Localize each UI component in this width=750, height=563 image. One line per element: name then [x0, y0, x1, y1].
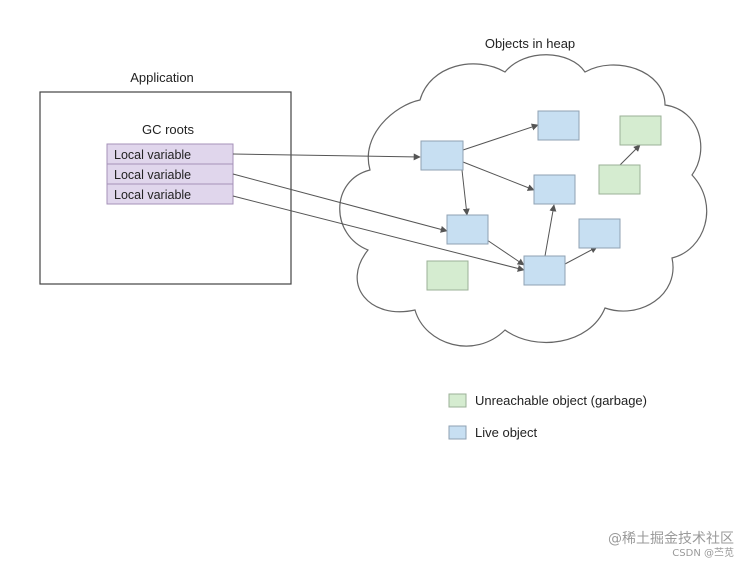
- local-variable-3: Local variable: [106, 183, 234, 205]
- heap-title: Objects in heap: [485, 36, 575, 51]
- local-variable-label: Local variable: [114, 188, 191, 202]
- legend: Unreachable object (garbage) Live object: [448, 393, 647, 440]
- live-object-e: [533, 174, 576, 205]
- arrow-root1-to-obj-a: [232, 153, 421, 161]
- arrow-obj-a-to-obj-c: [461, 169, 470, 216]
- live-object-c: [446, 214, 489, 245]
- arrow-obj-a-to-obj-e: [462, 161, 535, 191]
- legend-label-garbage: Unreachable object (garbage): [475, 393, 647, 408]
- arrow-garbage-b-to-garbage-a: [619, 144, 641, 166]
- watermark-primary: @稀土掘金技术社区: [608, 531, 734, 547]
- arrow-root3-to-obj-d: [232, 195, 525, 272]
- legend-swatch-live: [448, 425, 467, 440]
- reference-arrows: [232, 123, 641, 272]
- legend-swatch-garbage: [448, 393, 467, 408]
- local-variable-box: [106, 183, 234, 205]
- local-variable-1: Local variable: [106, 143, 234, 165]
- arrow-obj-a-to-obj-b: [462, 123, 539, 151]
- garbage-object-c: [426, 260, 469, 291]
- legend-label-live: Live object: [475, 425, 538, 440]
- arrow-obj-d-to-obj-e: [544, 204, 557, 257]
- arrow-obj-d-to-obj-f: [564, 246, 598, 265]
- heap-cloud: [339, 54, 708, 347]
- live-object-d: [523, 255, 566, 286]
- gc-roots-label: GC roots: [142, 122, 195, 137]
- garbage-object-b: [598, 164, 641, 195]
- live-object-b: [537, 110, 580, 141]
- local-variable-2: Local variable: [106, 163, 234, 185]
- local-variable-label: Local variable: [114, 148, 191, 162]
- arrow-root2-to-obj-c: [232, 173, 448, 233]
- live-object-a: [420, 140, 464, 171]
- application-title: Application: [130, 70, 194, 85]
- garbage-object-a: [619, 115, 662, 146]
- local-variable-label: Local variable: [114, 168, 191, 182]
- arrow-obj-c-to-obj-d: [486, 239, 525, 266]
- live-object-f: [578, 218, 621, 249]
- watermark-secondary: CSDN @苎苋: [672, 547, 734, 559]
